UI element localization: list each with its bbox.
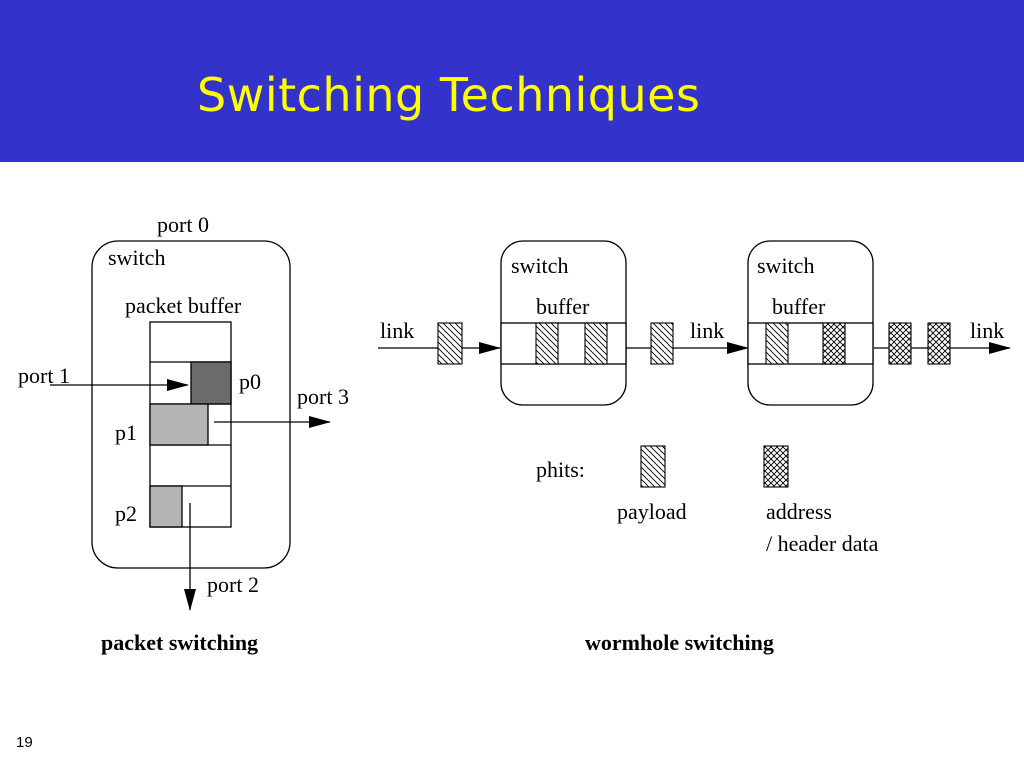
switch-box: [91, 240, 291, 569]
slide-number: 19: [16, 734, 33, 751]
phit-payload: [584, 322, 608, 365]
packet-switching-caption: packet switching: [101, 630, 258, 655]
phit-payload: [535, 322, 559, 365]
phit-payload: [765, 322, 789, 365]
phits-legend: phits: payload address / header data: [536, 445, 879, 556]
packet-p1: [149, 403, 209, 446]
switch-1-label: switch: [511, 253, 568, 278]
port-0-label: port 0: [157, 212, 209, 237]
phit-address: [888, 322, 912, 365]
link-label-1: link: [380, 318, 414, 343]
phit-payload: [437, 322, 463, 365]
wormhole-switching-caption: wormhole switching: [585, 630, 774, 655]
buffer-2-label: buffer: [772, 294, 826, 319]
wormhole-switch-2: switch buffer: [747, 240, 874, 406]
buffer-1-label: buffer: [536, 294, 590, 319]
port-3-label: port 3: [297, 384, 349, 409]
phit-address: [927, 322, 951, 365]
legend-address-swatch: [763, 445, 789, 488]
port-1-label: port 1: [18, 363, 70, 388]
title-bar: [0, 0, 1024, 162]
legend-payload-swatch: [640, 445, 666, 488]
wormhole-switch-1: switch buffer: [500, 240, 627, 406]
packet-p0: [190, 361, 232, 405]
packet-buffer-label: packet buffer: [125, 293, 242, 318]
p1-label: p1: [115, 420, 137, 445]
phit-address: [822, 322, 846, 365]
packet-buffer: [149, 321, 232, 528]
legend-address-label: address: [766, 499, 832, 524]
legend-payload-label: payload: [617, 499, 687, 524]
switch-2-label: switch: [757, 253, 814, 278]
link-label-2: link: [690, 318, 724, 343]
phit-payload: [650, 322, 674, 365]
p2-label: p2: [115, 501, 137, 526]
p0-label: p0: [239, 369, 261, 394]
packet-switching-diagram: port 0 switch packet buffer port 1 p0 p1…: [18, 212, 349, 655]
wormhole-switching-diagram: link link link switch buffer switch buff…: [378, 240, 1011, 655]
packet-p2: [149, 485, 183, 528]
legend-header-data-label: / header data: [766, 531, 879, 556]
switch-label: switch: [108, 245, 165, 270]
slide-title: Switching Techniques: [197, 68, 701, 122]
phits-legend-heading: phits:: [536, 457, 585, 482]
port-2-label: port 2: [207, 572, 259, 597]
link-label-3: link: [970, 318, 1004, 343]
